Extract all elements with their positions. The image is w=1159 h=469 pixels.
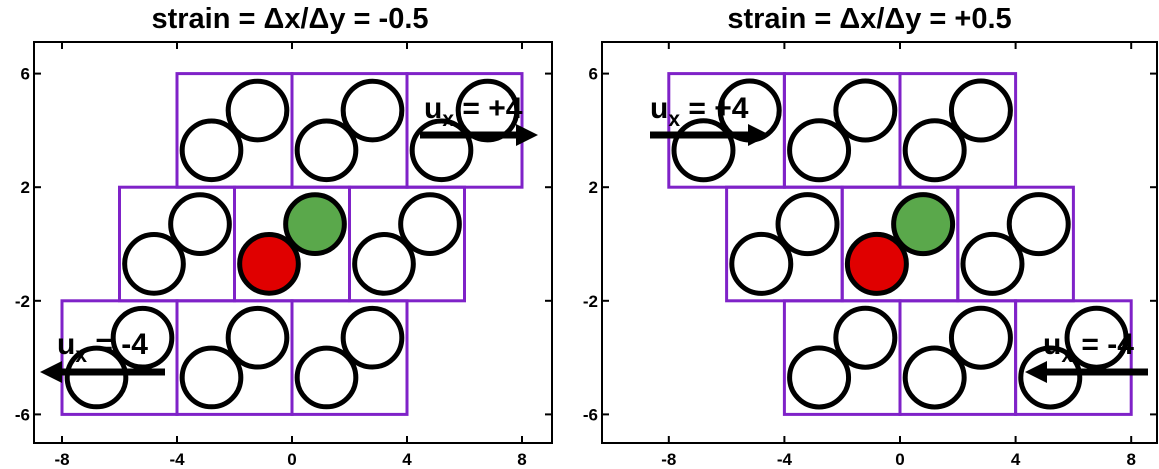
lees-edwards-diagram: -8 -4 0 4 8 6 2 -2 -6 ux = +4 ux = -4 bbox=[15, 41, 553, 469]
periodic-cell bbox=[290, 299, 409, 416]
velocity-label: ux = +4 bbox=[424, 92, 523, 131]
arrow-head bbox=[516, 124, 538, 146]
image-particle bbox=[352, 232, 416, 296]
y-tick-label: 2 bbox=[589, 178, 598, 197]
x-tick-label: 0 bbox=[287, 450, 296, 469]
arrow-head bbox=[1025, 361, 1047, 383]
image-particle bbox=[948, 78, 1013, 143]
x-tick-label: -4 bbox=[777, 450, 793, 469]
image-particle bbox=[1064, 305, 1129, 370]
x-tick-label: -8 bbox=[54, 450, 69, 469]
image-particle bbox=[775, 192, 840, 257]
x-tick-label: 4 bbox=[1011, 450, 1021, 469]
velocity-arrow: ux = -4 bbox=[1025, 328, 1148, 383]
velocity-arrow: ux = +4 bbox=[420, 92, 538, 146]
image-particle bbox=[1018, 345, 1083, 410]
image-particle bbox=[122, 232, 186, 296]
x-tick-label: 0 bbox=[895, 450, 904, 469]
image-particle bbox=[225, 305, 290, 370]
velocity-arrow: ux = -4 bbox=[40, 328, 165, 383]
velocity-label: ux = +4 bbox=[650, 92, 749, 131]
image-particle bbox=[902, 345, 967, 410]
x-tick-label: 4 bbox=[402, 450, 412, 469]
image-particle bbox=[294, 345, 359, 410]
green-particle bbox=[891, 192, 956, 257]
panel-title: strain = Δx/Δy = -0.5 bbox=[151, 3, 429, 35]
y-tick-label: 6 bbox=[21, 65, 30, 84]
red-particle bbox=[844, 231, 909, 296]
panel-strain-negative: strain = Δx/Δy = -0.5 -8 -4 0 4 8 6 2 -2 -6 ux = … bbox=[15, 3, 553, 469]
image-particle bbox=[225, 78, 290, 143]
image-particle bbox=[64, 345, 129, 410]
image-particle bbox=[398, 192, 462, 256]
image-particle bbox=[1006, 192, 1071, 257]
y-tick-label: 2 bbox=[21, 178, 30, 197]
velocity-label: ux = -4 bbox=[57, 328, 148, 367]
image-particle bbox=[787, 118, 852, 183]
image-particle bbox=[833, 305, 898, 370]
y-tick-label: -6 bbox=[15, 405, 30, 424]
y-tick-label: -2 bbox=[15, 292, 30, 311]
y-tick-label: -6 bbox=[583, 405, 598, 424]
red-particle bbox=[237, 232, 301, 296]
image-particle bbox=[340, 305, 405, 370]
image-particle bbox=[179, 345, 244, 410]
x-tick-label: 8 bbox=[517, 450, 526, 469]
y-tick-label: -2 bbox=[583, 292, 598, 311]
image-particle bbox=[787, 345, 852, 410]
x-tick-label: 8 bbox=[1126, 450, 1135, 469]
image-particle bbox=[179, 118, 244, 183]
axes-frame bbox=[601, 41, 1158, 444]
image-particle bbox=[948, 305, 1013, 370]
x-tick-label: -4 bbox=[169, 450, 185, 469]
arrow-head bbox=[748, 124, 770, 146]
x-tick-label: -8 bbox=[661, 450, 676, 469]
green-particle bbox=[283, 192, 347, 256]
image-particle bbox=[729, 231, 794, 296]
image-particle bbox=[168, 192, 232, 256]
image-particle bbox=[833, 78, 898, 143]
image-particle bbox=[294, 118, 359, 183]
image-particle bbox=[960, 231, 1025, 296]
y-tick-label: 6 bbox=[589, 65, 598, 84]
image-particle bbox=[455, 78, 520, 143]
lees-edwards-diagram: -8 -4 0 4 8 6 2 -2 -6 ux = +4 ux = -4 bbox=[583, 41, 1158, 469]
image-particle bbox=[340, 78, 405, 143]
velocity-arrow: ux = +4 bbox=[650, 92, 770, 146]
velocity-label: ux = -4 bbox=[1043, 328, 1134, 367]
arrow-head bbox=[40, 361, 62, 383]
panel-strain-positive: strain = Δx/Δy = +0.5 -8 -4 0 4 8 6 2 -2 -6 ux = … bbox=[580, 0, 1159, 469]
image-particle bbox=[902, 118, 967, 183]
panel-title: strain = Δx/Δy = +0.5 bbox=[727, 3, 1012, 35]
image-particle bbox=[110, 305, 175, 370]
periodic-cell bbox=[1014, 299, 1133, 416]
